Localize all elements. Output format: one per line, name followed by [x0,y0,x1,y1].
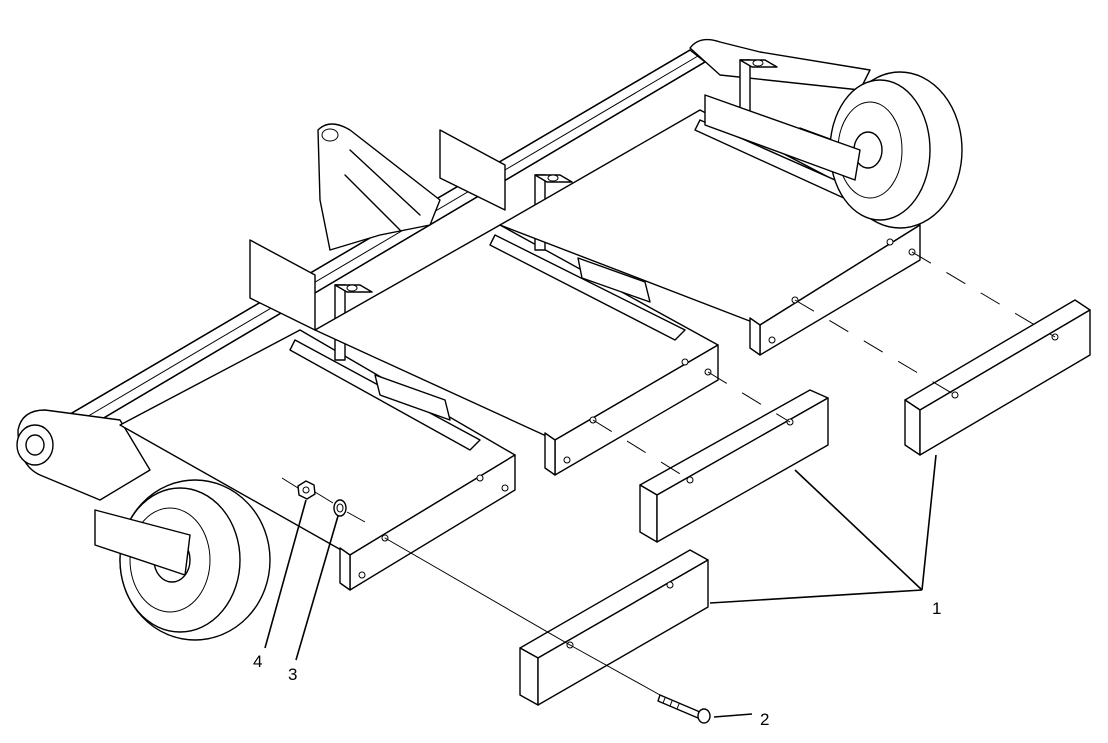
caster-wheel-left [94,479,271,641]
callout-4: 4 [253,652,262,671]
callout-1: 1 [932,599,941,618]
deck-section-right [499,59,921,356]
washer-part-3 [333,499,347,517]
main-frame [16,38,871,501]
bolt-part-2 [657,694,711,724]
callout-leaders [264,454,937,718]
hitch-plates [249,123,506,331]
caster-wheel-right [704,71,963,229]
assembly-guide-lines [281,251,1056,696]
deck-section-middle [314,174,719,476]
block-part-1-near [519,549,709,706]
callout-2: 2 [760,710,769,729]
nut-part-4 [297,480,316,500]
callout-3: 3 [288,665,297,684]
block-part-1-far [904,299,1091,456]
deck-section-left [119,284,516,591]
